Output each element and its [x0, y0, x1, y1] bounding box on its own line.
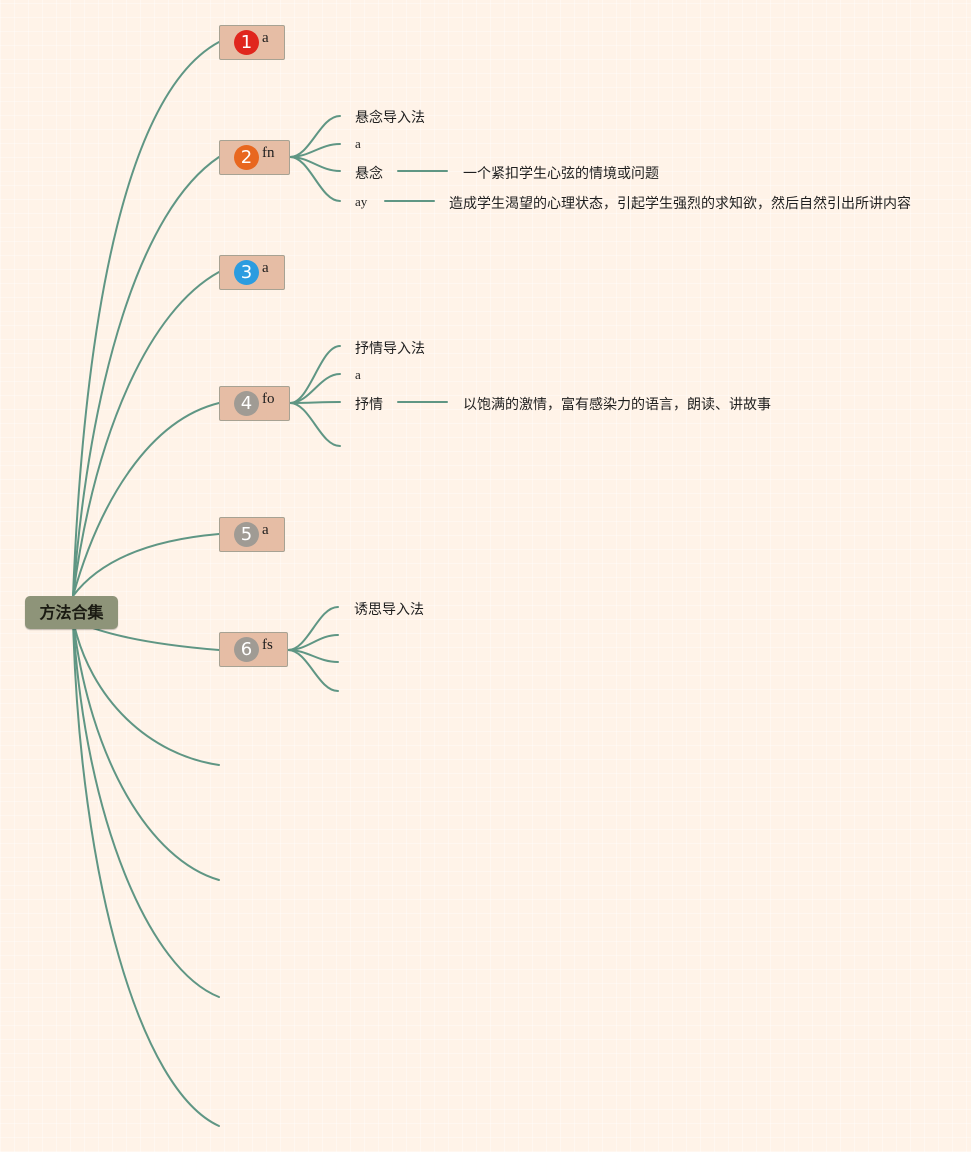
- connector-root-topic-4: [72, 402, 220, 597]
- subtopic-t2-3[interactable]: 悬念: [355, 166, 383, 182]
- root-topic[interactable]: 方法合集: [25, 596, 118, 629]
- connector-root-topic-2: [72, 156, 220, 597]
- connector-root-empty-10: [72, 619, 220, 1127]
- topic-5[interactable]: 5 a: [219, 517, 285, 552]
- connector-root-empty-8: [72, 619, 220, 881]
- subtopic-t2-3-detail[interactable]: 一个紧扣学生心弦的情境或问题: [463, 166, 659, 182]
- subtopic-t4-3[interactable]: 抒情: [355, 397, 383, 413]
- priority-2-icon: 2: [234, 145, 259, 170]
- topic-label: fn: [262, 145, 275, 161]
- connector-t4-s2: [289, 373, 341, 404]
- subtopic-t2-1[interactable]: 悬念导入法: [355, 110, 425, 126]
- topic-1[interactable]: 1 a: [219, 25, 285, 60]
- priority-4-icon: 4: [234, 391, 259, 416]
- connector-t2-s4: [289, 156, 341, 202]
- connector-root-empty-7: [72, 619, 220, 766]
- connector-t6-s4: [287, 649, 339, 692]
- connector-t4-s4: [289, 402, 341, 447]
- subtopic-t2-4[interactable]: ay: [355, 194, 368, 209]
- connector-root-topic-3: [72, 271, 220, 597]
- connector-root-empty-9: [72, 619, 220, 998]
- topic-label: a: [262, 260, 269, 276]
- topic-label: fo: [262, 391, 275, 407]
- priority-3-icon: 3: [234, 260, 259, 285]
- subtopic-t2-4-detail[interactable]: 造成学生渴望的心理状态，引起学生强烈的求知欲，然后自然引出所讲内容: [449, 196, 911, 212]
- priority-6-icon: 6: [234, 637, 259, 662]
- topic-4[interactable]: 4 fo: [219, 386, 290, 421]
- priority-5-icon: 5: [234, 522, 259, 547]
- topic-6[interactable]: 6 fs: [219, 632, 288, 667]
- subtopic-t4-1[interactable]: 抒情导入法: [355, 341, 425, 357]
- topic-3[interactable]: 3 a: [219, 255, 285, 290]
- connector-root-topic-5: [72, 533, 220, 597]
- topic-label: a: [262, 30, 269, 46]
- subtopic-t2-2[interactable]: a: [355, 136, 361, 151]
- subtopic-t4-2[interactable]: a: [355, 367, 361, 382]
- topic-label: fs: [262, 637, 273, 653]
- subtopic-t4-3-detail[interactable]: 以饱满的激情，富有感染力的语言，朗读、讲故事: [463, 397, 771, 413]
- connector-root-topic-1: [72, 41, 220, 597]
- priority-1-icon: 1: [234, 30, 259, 55]
- subtopic-t6-1[interactable]: 诱思导入法: [354, 602, 424, 618]
- connector-t4-s3: [289, 401, 341, 404]
- topic-label: a: [262, 522, 269, 538]
- topic-2[interactable]: 2 fn: [219, 140, 290, 175]
